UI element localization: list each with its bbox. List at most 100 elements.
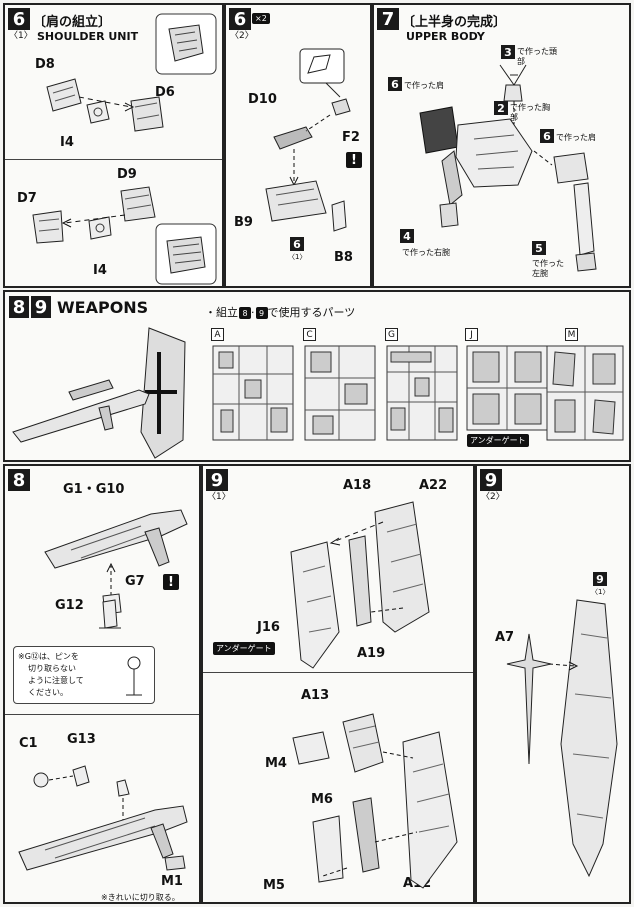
parts-intro-a: ・組立 (205, 306, 238, 319)
ref-number-6b: 6 (540, 129, 554, 143)
step-number: 6 (229, 8, 251, 30)
under-gate-badge: アンダーゲート (467, 434, 529, 447)
step-number: 9 (206, 469, 228, 491)
parts-intro-sep: · (251, 306, 255, 319)
part-label-i4-b: I4 (93, 263, 107, 278)
runner-label-c: C (303, 328, 316, 341)
zoom-callout (299, 48, 345, 98)
runner-sprue-m (546, 345, 624, 441)
shoulder-parts-lower (32, 186, 156, 244)
part-label-g7: G7 (125, 574, 145, 589)
step-number: 7 (377, 8, 399, 30)
part-label-m1: M1 (161, 874, 183, 889)
shield-assembly-top (290, 501, 430, 669)
divider (5, 159, 222, 160)
preview-thumbnail-bottom (155, 223, 217, 285)
ref-number-5: 5 (532, 241, 546, 255)
part-label-a7: A7 (495, 630, 515, 645)
caution-icon: ! (346, 152, 362, 168)
ref-label-shoulder-b: で作った肩 (556, 133, 596, 142)
step-title-jp: 〔肩の組立〕 (33, 15, 112, 30)
under-gate-badge: アンダーゲート (213, 642, 275, 655)
ref-step-sub: 〈1〉 (591, 588, 610, 596)
shoulder-parts-upper (46, 78, 164, 132)
rifle-assembly-bottom (18, 765, 188, 871)
part-label-m6: M6 (311, 792, 333, 807)
panel-step8: 8 G1・G10 G7 ! G12 ※G⑫は、ピンを 切り取らない ように注意し… (3, 464, 201, 904)
part-label-d7: D7 (17, 191, 37, 206)
part-label-a22: A22 (419, 478, 448, 493)
ref-step-number: 9 (593, 572, 607, 586)
part-label-d8: D8 (35, 57, 55, 72)
ref-number-6a: 6 (388, 77, 402, 91)
part-label-d6: D6 (155, 85, 175, 100)
step-sub: 〈2〉 (481, 492, 505, 502)
shield-final-drawing (506, 599, 618, 878)
part-label-g13: G13 (67, 732, 96, 747)
part-label-b9: B9 (234, 215, 253, 230)
step-sub: 〈2〉 (230, 31, 254, 41)
step-number: 8 (8, 469, 30, 491)
parts-intro-step9: 9 (255, 307, 268, 319)
ref-step-sub: 〈1〉 (288, 253, 307, 261)
section-number-9: 9 (31, 296, 51, 318)
step-title-en: UPPER BODY (406, 30, 485, 43)
part-label-a18: A18 (343, 478, 372, 493)
shield-assembly-bottom (292, 713, 458, 889)
shoulder-assembly-drawing (265, 98, 351, 232)
step-number: 9 (480, 469, 502, 491)
footnote: ※きれいに切り取る。 (101, 893, 180, 902)
note-line-4: ください。 (28, 688, 68, 697)
section-title: WEAPONS (57, 298, 149, 317)
quantity-badge: ×2 (252, 13, 270, 24)
note-box: ※G⑫は、ピンを 切り取らない ように注意して ください。 (13, 646, 155, 704)
upper-body-drawing (419, 64, 597, 272)
part-label-j16: J16 (257, 620, 280, 635)
note-line-2: 切り取らない (28, 664, 76, 673)
part-label-d9: D9 (117, 167, 137, 182)
part-label-c1: C1 (19, 736, 38, 751)
ref-label-head: で作った頭部 (517, 47, 557, 66)
panel-step6-1: 6 〈1〉 〔肩の組立〕 SHOULDER UNIT D8 D6 I4 D9 D… (3, 3, 224, 288)
note-line-1: ※G⑫は、ピンを (18, 652, 79, 661)
part-label-f2: F2 (342, 130, 360, 145)
runner-sprue-g (386, 345, 458, 441)
note-line-3: ように注意して (28, 676, 84, 685)
section-number-8: 8 (9, 296, 29, 318)
parts-intro-e: で使用するパーツ (267, 306, 356, 319)
part-label-m4: M4 (265, 756, 287, 771)
part-label-a19: A19 (357, 646, 386, 661)
runner-sprue-j (466, 345, 550, 431)
part-label-a13: A13 (301, 688, 330, 703)
step-title-en: SHOULDER UNIT (37, 30, 139, 43)
caution-icon: ! (163, 574, 179, 590)
part-label-i4-a: I4 (60, 135, 74, 150)
panel-step6-2: 6 ×2 〈2〉 D10 F2 ! B9 B8 6 〈1〉 (224, 3, 372, 288)
step-number: 6 (8, 8, 30, 30)
part-label-d10: D10 (248, 92, 277, 107)
runner-label-j: J (465, 328, 478, 341)
part-label-b8: B8 (334, 250, 353, 265)
ref-number-3: 3 (501, 45, 515, 59)
ref-label-shoulder-a: で作った肩 (404, 81, 444, 90)
runner-sprue-a (212, 345, 294, 441)
panel-step7: 7 〔上半身の完成〕 UPPER BODY 3 で作った頭部 6 で作った肩 2… (372, 3, 631, 288)
runner-label-g: G (385, 328, 398, 341)
ref-step-number: 6 (290, 237, 304, 251)
part-label-g12: G12 (55, 598, 84, 613)
ref-label-left-arm: で作った左腕 (532, 259, 564, 278)
runner-label-a: A (211, 328, 224, 341)
part-label-m5: M5 (263, 878, 285, 893)
step-title-jp: 〔上半身の完成〕 (402, 15, 507, 30)
pin-closeup (126, 656, 142, 696)
panel-step9-1: 9 〈1〉 A18 A22 J16 アンダーゲート A19 A13 M4 M6 … (201, 464, 475, 904)
runner-sprue-c (304, 345, 376, 441)
weapons-preview-drawing (12, 327, 186, 459)
parts-intro-step8: 8 (239, 307, 251, 319)
ref-number-4: 4 (400, 229, 414, 243)
runner-label-m: M (565, 328, 578, 341)
part-label-g1-g10: G1・G10 (63, 482, 125, 497)
